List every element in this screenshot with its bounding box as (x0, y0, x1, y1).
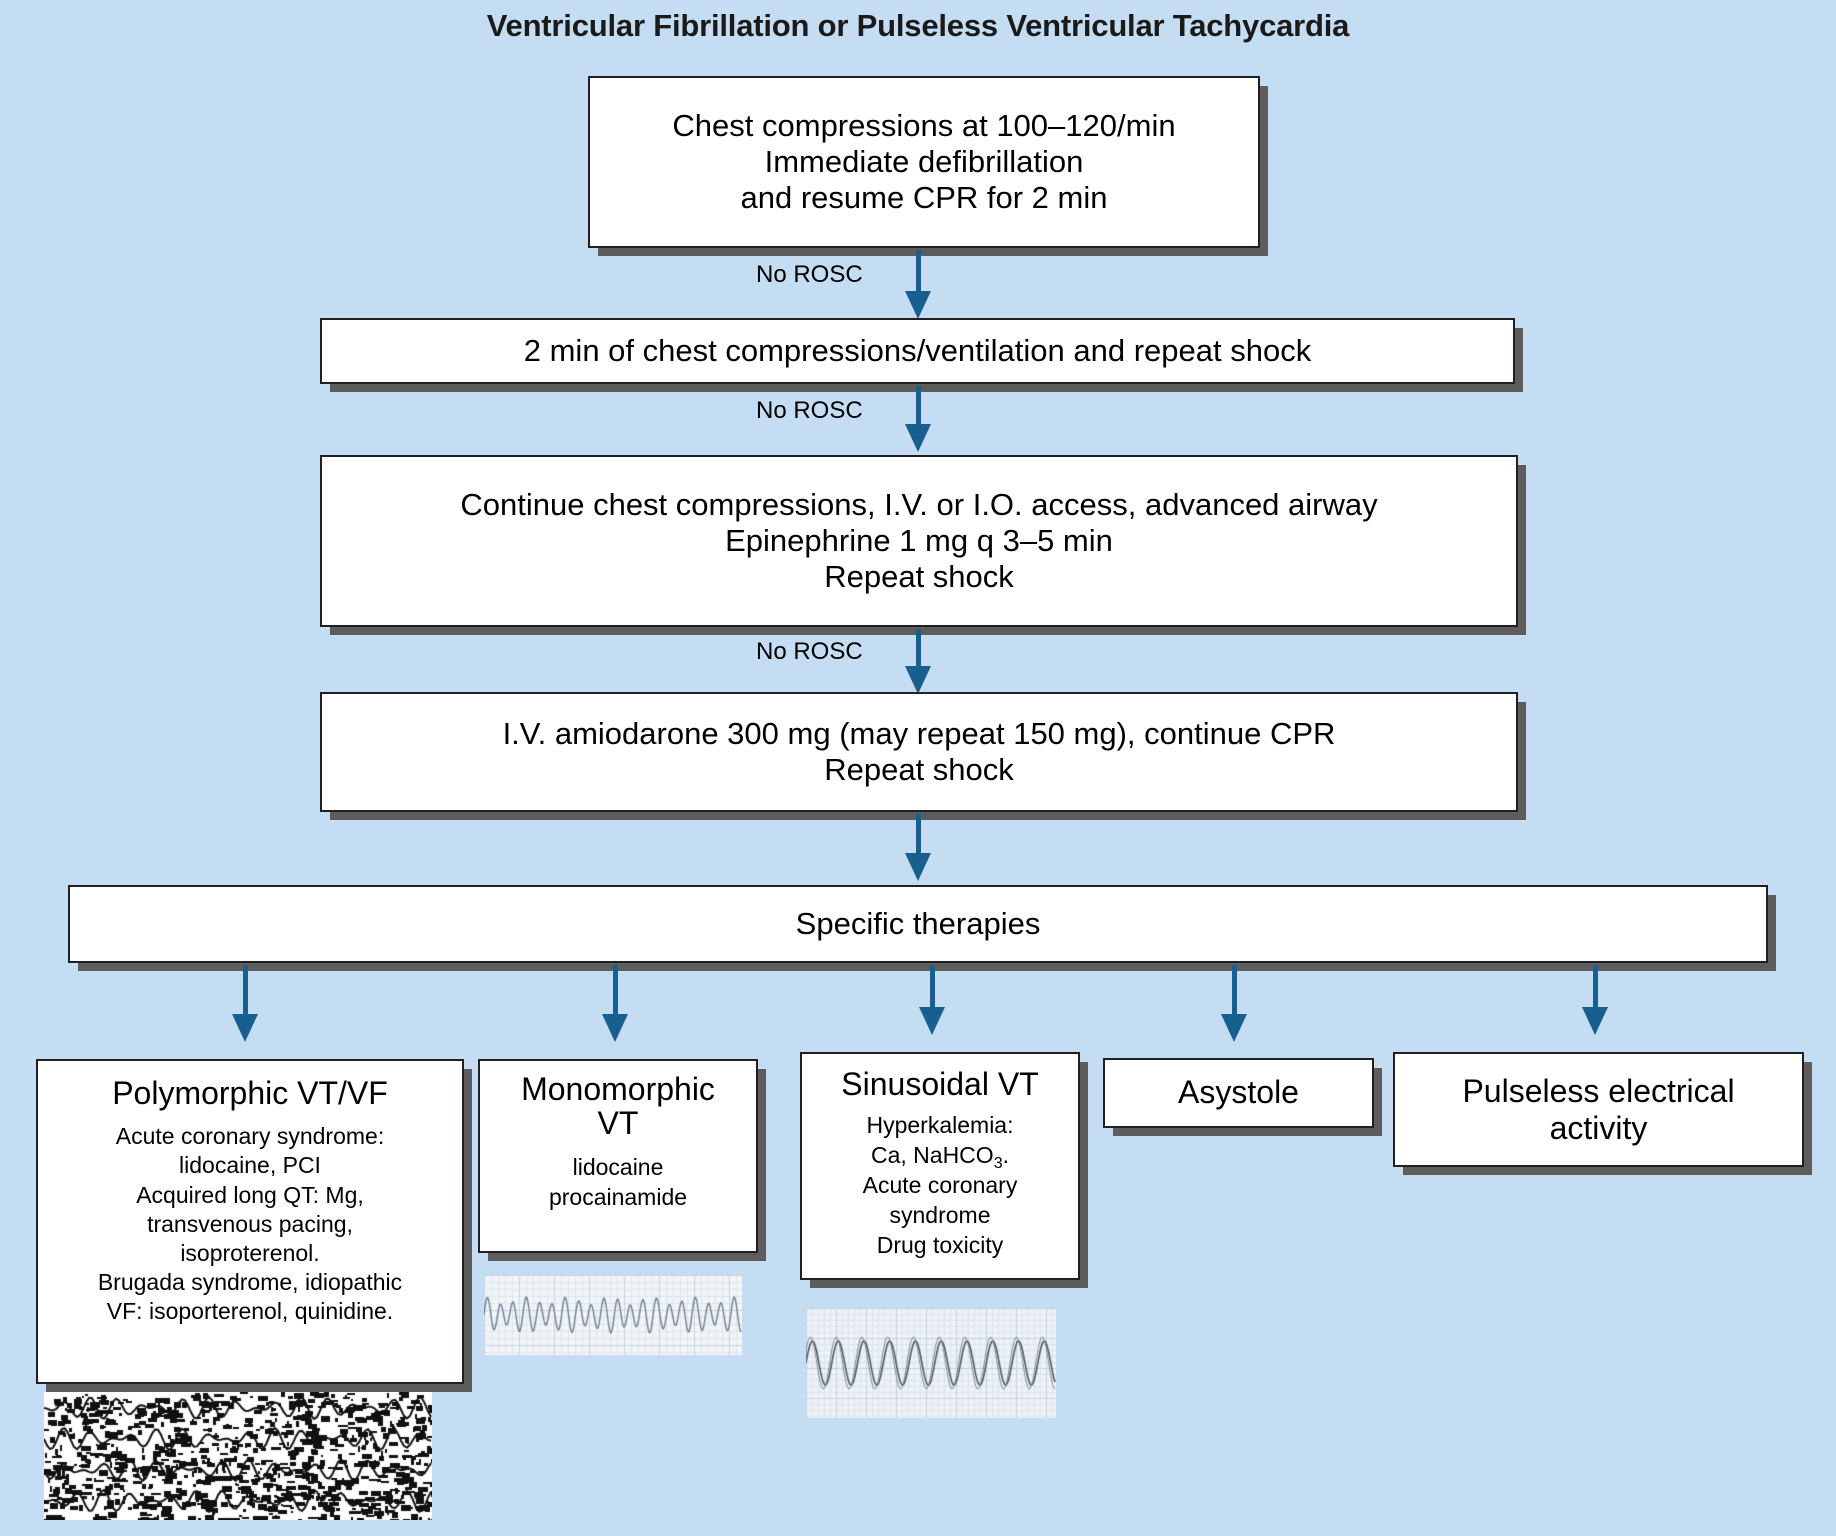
connector-line-polymorphic (243, 965, 248, 1018)
node-line: Acquired long QT: Mg, (136, 1181, 364, 1208)
node-line: procainamide (548, 1183, 688, 1210)
edge-label-no-rosc-3: No ROSC (756, 638, 863, 665)
node-line: Immediate defibrillation (764, 144, 1084, 180)
connector-line-2 (916, 386, 921, 428)
node-line: and resume CPR for 2 min (740, 179, 1108, 215)
node-line: Hyperkalemia: (866, 1112, 1014, 1139)
connector-arrowhead-1 (905, 291, 931, 319)
connector-line-3 (916, 629, 921, 671)
node-line: Acute coronary (862, 1171, 1018, 1198)
node-line: Chest compressions at 100–120/min (672, 108, 1176, 144)
connector-arrowhead-pea (1582, 1007, 1608, 1035)
node-amiodarone[interactable]: I.V. amiodarone 300 mg (may repeat 150 m… (320, 692, 1518, 812)
connector-arrowhead-sinusoidal (919, 1007, 945, 1035)
node-line: Specific therapies (795, 906, 1041, 942)
node-heading: Monomorphic (521, 1071, 715, 1107)
node-heading: Polymorphic VT/VF (112, 1075, 388, 1111)
connector-line-asystole (1232, 965, 1237, 1018)
edge-label-no-rosc-2: No ROSC (756, 397, 863, 424)
node-heading: VT (597, 1104, 639, 1141)
node-line: lidocaine, PCI (179, 1152, 321, 1179)
node-line: I.V. amiodarone 300 mg (may repeat 150 m… (502, 716, 1336, 752)
node-line: transvenous pacing, (147, 1210, 353, 1237)
connector-line-sinusoidal (930, 965, 935, 1011)
connector-line-4 (916, 814, 921, 856)
page-title: Ventricular Fibrillation or Pulseless Ve… (486, 8, 1350, 43)
monomorphic-vt-ecg-strip-image (484, 1275, 742, 1355)
connector-arrowhead-2 (905, 424, 931, 452)
node-continue-compressions[interactable]: Continue chest compressions, I.V. or I.O… (320, 455, 1518, 627)
node-line: VF: isoporterenol, quinidine. (106, 1298, 394, 1325)
connector-arrowhead-monomorphic (602, 1014, 628, 1042)
connector-arrowhead-polymorphic (232, 1014, 258, 1042)
node-heading: Sinusoidal VT (841, 1066, 1039, 1102)
connector-line-monomorphic (613, 965, 618, 1018)
connector-arrowhead-asystole (1221, 1014, 1247, 1042)
node-line: lidocaine (572, 1153, 664, 1180)
node-line: Epinephrine 1 mg q 3–5 min (725, 523, 1113, 559)
node-asystole[interactable]: Asystole (1103, 1058, 1374, 1128)
connector-arrowhead-4 (905, 853, 931, 881)
node-sinusoidal-vt[interactable]: Sinusoidal VT Hyperkalemia: Ca, NaHCO3. … (800, 1052, 1080, 1280)
node-line-nahco3: Ca, NaHCO3. (870, 1142, 1009, 1172)
node-line: Repeat shock (824, 558, 1014, 594)
node-line: Drug toxicity (876, 1231, 1004, 1258)
sinusoidal-vt-ecg-strip-image (806, 1308, 1056, 1418)
connector-line-pea (1593, 965, 1598, 1011)
node-heading: activity (1549, 1109, 1648, 1146)
node-line: Acute coronary syndrome: (115, 1123, 385, 1150)
polymorphic-vt-ecg-strip-image (44, 1392, 432, 1520)
node-polymorphic-vt-vf[interactable]: Polymorphic VT/VF Acute coronary syndrom… (36, 1059, 464, 1384)
connector-arrowhead-3 (905, 666, 931, 694)
node-two-min-compressions[interactable]: 2 min of chest compressions/ventilation … (320, 318, 1515, 384)
node-chest-compressions[interactable]: Chest compressions at 100–120/min Immedi… (588, 76, 1260, 248)
edge-label-no-rosc-1: No ROSC (756, 261, 863, 288)
node-line: isoproterenol. (180, 1239, 320, 1266)
node-line: syndrome (889, 1201, 991, 1228)
node-heading: Pulseless electrical (1462, 1072, 1735, 1109)
node-monomorphic-vt[interactable]: Monomorphic VT lidocaine procainamide (478, 1059, 758, 1253)
node-line: 2 min of chest compressions/ventilation … (523, 333, 1312, 369)
node-line: Repeat shock (824, 752, 1014, 787)
node-line: Continue chest compressions, I.V. or I.O… (460, 487, 1378, 523)
connector-line-1 (916, 250, 921, 296)
node-specific-therapies[interactable]: Specific therapies (68, 885, 1768, 963)
node-line: Brugada syndrome, idiopathic (97, 1269, 403, 1296)
node-heading: Asystole (1178, 1074, 1299, 1111)
node-pulseless-electrical-activity[interactable]: Pulseless electrical activity (1393, 1052, 1804, 1167)
